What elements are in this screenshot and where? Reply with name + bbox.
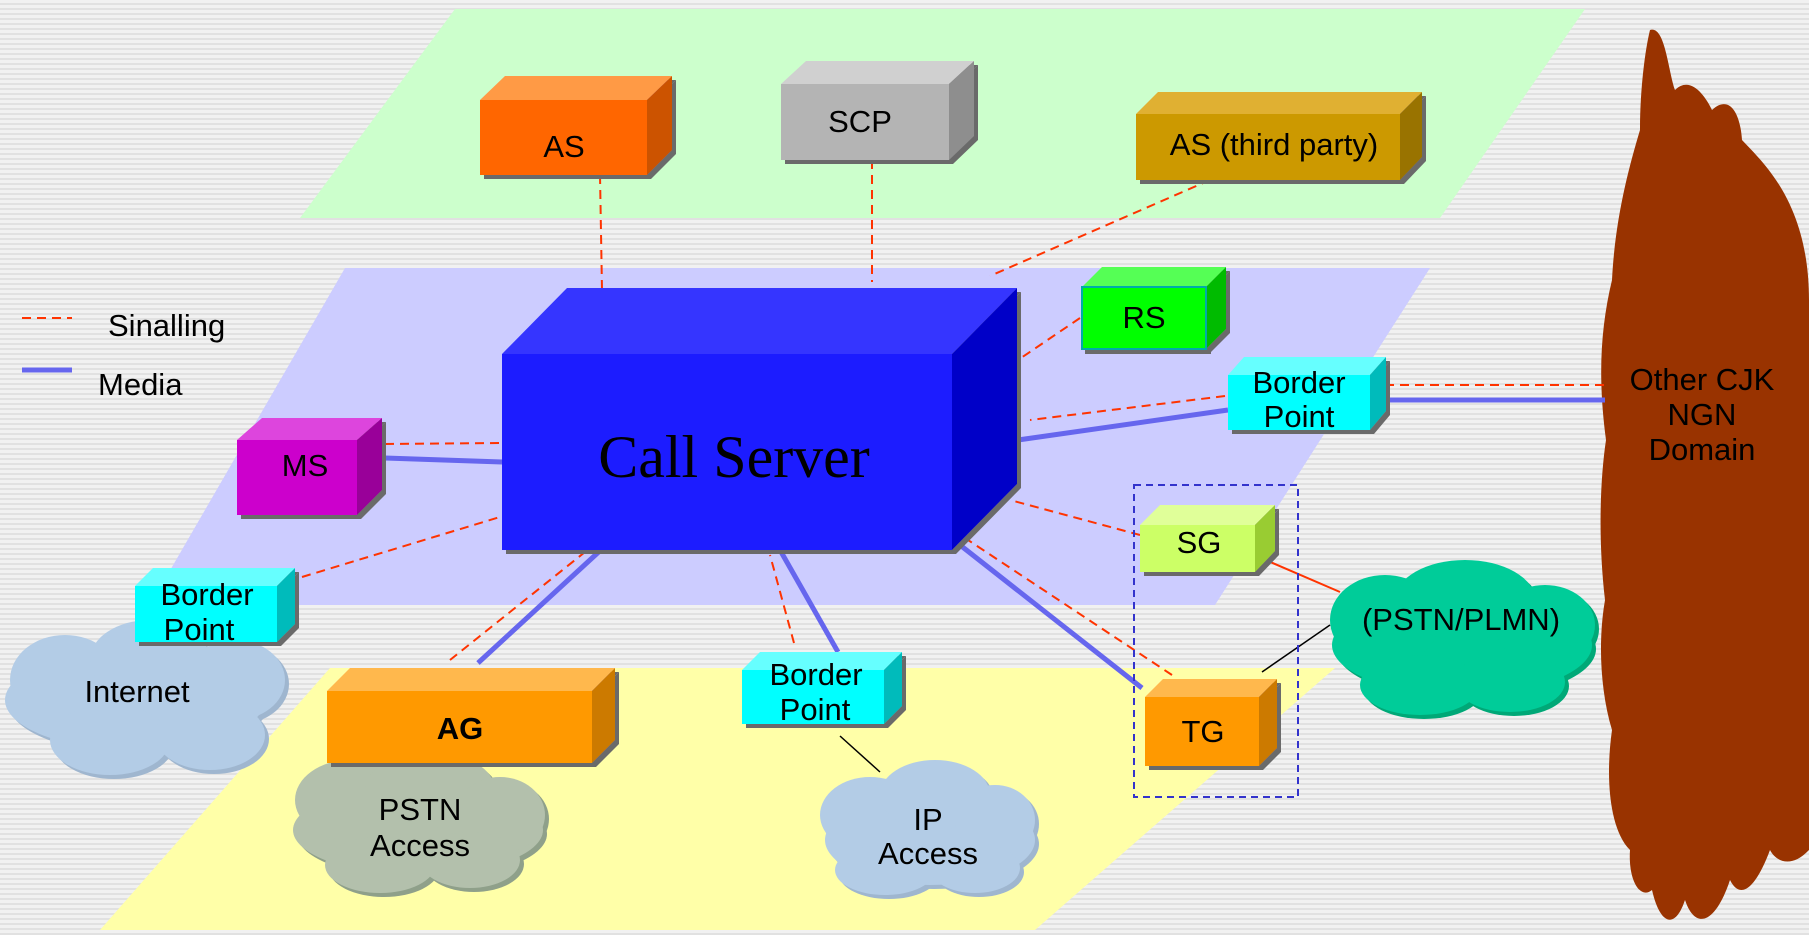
border-point-left-box bbox=[135, 568, 295, 642]
scp-label: SCP bbox=[828, 104, 892, 139]
other-domain-label-line3: Domain bbox=[1649, 432, 1756, 467]
signal-as-callserver bbox=[599, 174, 603, 291]
media-callserver-border-right bbox=[1017, 407, 1229, 443]
legend-signalling-label: Sinalling bbox=[108, 308, 225, 343]
pstn-access-label-line2: Access bbox=[370, 828, 470, 863]
signal-border-right-callserver bbox=[1029, 395, 1226, 421]
ip-access-label-line1: IP bbox=[913, 802, 942, 837]
media-callserver-border-bottom bbox=[777, 548, 841, 654]
signal-ms-callserver bbox=[384, 442, 503, 445]
media-callserver-tg bbox=[958, 543, 1144, 690]
rs-box bbox=[1081, 267, 1226, 350]
signal-tg-callserver bbox=[967, 539, 1173, 676]
link-border-ip bbox=[839, 735, 881, 773]
scp-box bbox=[781, 61, 974, 160]
call-server-label: Call Server bbox=[598, 424, 870, 490]
signal-rs-callserver bbox=[1017, 317, 1081, 361]
pstn-plmn-label: (PSTN/PLMN) bbox=[1362, 602, 1560, 637]
rs-label: RS bbox=[1122, 300, 1165, 335]
other-ngn-domain-cloud bbox=[1600, 29, 1809, 920]
as-label: AS bbox=[543, 129, 584, 164]
border-point-bottom-label-line2: Point bbox=[780, 692, 851, 727]
ip-access-label-line2: Access bbox=[878, 836, 978, 871]
border-point-bottom-box bbox=[742, 652, 902, 724]
border-point-right-box bbox=[1228, 357, 1386, 430]
other-domain-label-line1: Other CJK bbox=[1630, 362, 1775, 397]
legend-media-label: Media bbox=[98, 367, 183, 402]
tg-label: TG bbox=[1181, 714, 1224, 749]
pstn-plmn-cloud bbox=[1330, 560, 1599, 719]
signal-sg-pstn bbox=[1267, 560, 1341, 593]
pstn-access-label-line1: PSTN bbox=[379, 792, 462, 827]
ms-label: MS bbox=[282, 448, 329, 483]
internet-label: Internet bbox=[84, 674, 190, 709]
tg-box bbox=[1145, 679, 1277, 766]
sg-label: SG bbox=[1177, 525, 1222, 560]
media-ms-callserver bbox=[384, 455, 503, 465]
as-box bbox=[480, 76, 672, 175]
ip-access-cloud bbox=[820, 760, 1039, 899]
ag-box bbox=[327, 668, 615, 763]
border-point-bottom-label-line1: Border bbox=[769, 657, 862, 692]
call-server-box bbox=[502, 288, 1017, 550]
pstn-access-cloud bbox=[293, 752, 549, 897]
signal-border-bottom-callserver bbox=[769, 554, 795, 644]
border-point-right-label-line2: Point bbox=[1264, 399, 1335, 434]
internet-cloud bbox=[5, 620, 289, 779]
link-tg-pstn bbox=[1261, 624, 1331, 673]
signal-sg-callserver bbox=[1009, 499, 1141, 536]
connections bbox=[301, 160, 1605, 773]
signal-asthird-callserver bbox=[989, 179, 1211, 277]
signal-border-left-callserver bbox=[301, 516, 501, 578]
sg-tg-group-box bbox=[1133, 484, 1299, 798]
border-point-left-label-line2: Point bbox=[164, 612, 235, 647]
as-third-party-box bbox=[1136, 92, 1422, 180]
media-callserver-ag bbox=[476, 546, 605, 665]
ms-box bbox=[237, 418, 382, 515]
border-point-left-label-line1: Border bbox=[160, 577, 253, 612]
other-domain-label-line2: NGN bbox=[1668, 397, 1737, 432]
border-point-right-label-line1: Border bbox=[1252, 365, 1345, 400]
ag-label: AG bbox=[437, 711, 484, 746]
as-third-party-label: AS (third party) bbox=[1170, 127, 1378, 162]
sg-box bbox=[1140, 505, 1275, 572]
legend: Sinalling Media bbox=[22, 308, 225, 402]
